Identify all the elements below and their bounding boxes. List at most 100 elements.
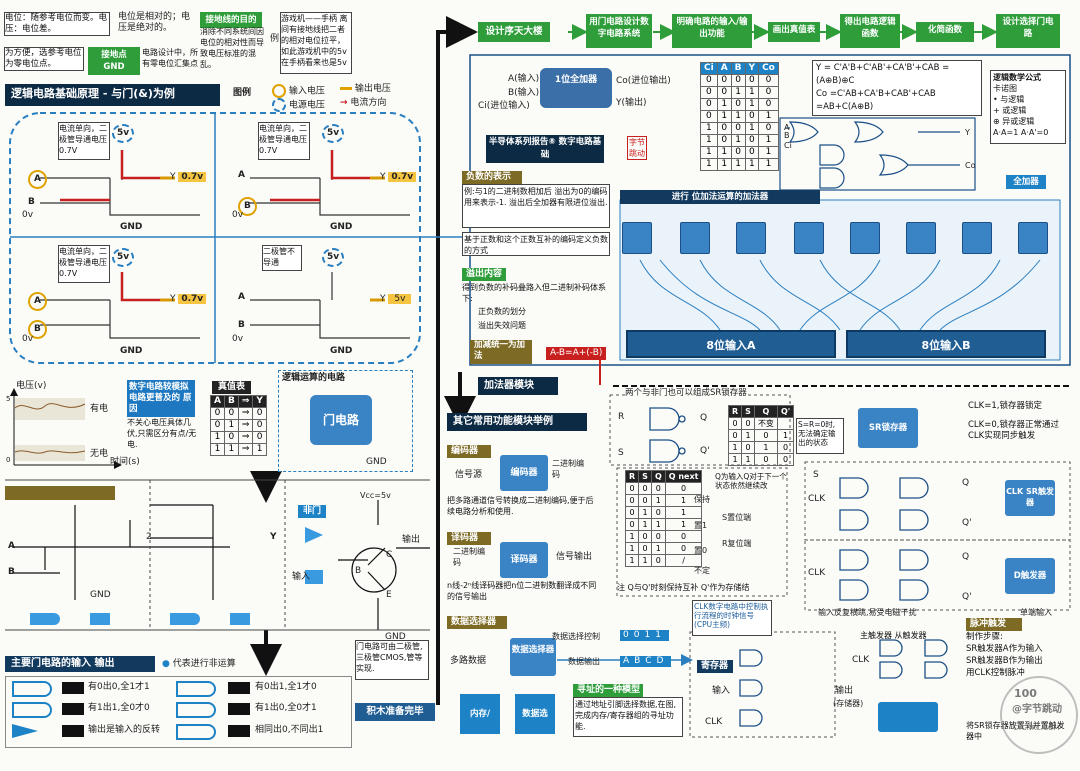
panel2-in-a: A bbox=[238, 170, 245, 180]
panel2-zero: 0v bbox=[232, 210, 244, 220]
chart-xlabel: 时间(s) bbox=[110, 457, 140, 467]
legend-output: 输出电压 bbox=[340, 84, 391, 95]
legend-power: 电源电压 bbox=[272, 98, 325, 112]
not-gate-symbol-icon bbox=[12, 724, 38, 738]
encoder-out: 二进制编码 bbox=[552, 459, 584, 479]
nor-gate-symbol-icon bbox=[176, 702, 216, 718]
clk-note-3: CLK数字电路中控制执行流程的时钟信号(CPU主频) bbox=[692, 600, 772, 636]
state-hold: 保持 bbox=[694, 495, 710, 504]
not-vcc: Vcc=5v bbox=[360, 491, 391, 500]
decoder-desc: n线-2ⁿ线译码器把n位二进制数翻译成不同的信号输出 bbox=[447, 581, 597, 601]
full-adder-block: 1位全加器 bbox=[540, 68, 612, 108]
panel3-in-b: B bbox=[28, 320, 47, 339]
clk-note-2: CLK=0,锁存器正常通过CLK实现同步触发 bbox=[968, 420, 1059, 441]
nor-rule: 有1出0,全0才1 bbox=[255, 703, 317, 713]
adder-chip-1 bbox=[622, 222, 652, 254]
fa-out-y: Y(输出) bbox=[616, 98, 647, 108]
state-undef: 不定 bbox=[694, 566, 710, 575]
watermark-text: @字节跳动 bbox=[1012, 704, 1062, 715]
ground-purpose-label: 接地线的目的 bbox=[200, 12, 262, 28]
adder-chip-4 bbox=[794, 222, 824, 254]
chart-ylabel: 电压(v) bbox=[16, 381, 47, 391]
or-std-icon bbox=[62, 703, 84, 715]
panel2-out-y: Y 0.7v bbox=[380, 172, 417, 183]
mux-title: 数据选择器 bbox=[447, 616, 507, 629]
flow-step-6: 设计选择门电路 bbox=[996, 14, 1060, 48]
ff-s: S bbox=[813, 470, 819, 480]
flow-step-3: 画出真值表 bbox=[768, 22, 820, 42]
panel3-out-y: Y 0.7v bbox=[170, 294, 207, 305]
diode-in-b: B bbox=[8, 567, 15, 577]
main-io-box bbox=[5, 676, 352, 748]
relative-note: 电位是相对的；电压是绝对的。 bbox=[118, 12, 191, 33]
report-title: 半导体系列报告⑧ 数字电路基础 bbox=[486, 135, 604, 163]
latch-qn: Q' bbox=[700, 446, 710, 456]
xor-rule: 相同出0,不同出1 bbox=[255, 725, 324, 735]
complement-item-2: 溢出失效问题 bbox=[478, 321, 526, 330]
gnd-label: 接地点GND bbox=[88, 47, 140, 75]
gate-label-b: B bbox=[784, 131, 790, 140]
panel2-in-b: B bbox=[238, 197, 257, 216]
panel1-zero: 0v bbox=[22, 210, 34, 220]
or-rule: 有1出1,全0才0 bbox=[88, 703, 150, 713]
diode-gnd: GND bbox=[90, 590, 111, 600]
chart-tick-5: 5 bbox=[6, 395, 11, 403]
ms-item-2: SR触发器B作为输出 bbox=[966, 656, 1043, 666]
main-io-legend: ● 代表进行非运算 bbox=[162, 659, 236, 669]
flow-step-2: 明确电路的输入/输出功能 bbox=[672, 14, 752, 48]
why-digital-title: 数字电路较模拟电路更普及的 原因 bbox=[127, 380, 195, 417]
ff-q: Q bbox=[962, 478, 970, 488]
sr-latch-chip: SR锁存器 bbox=[858, 408, 918, 448]
mux-in: 多路数据 bbox=[450, 656, 487, 666]
d-q: Q bbox=[962, 552, 970, 562]
gate-abstraction-gnd: GND bbox=[366, 457, 387, 467]
diode-section-header bbox=[5, 486, 115, 500]
d-flipflop-chip: D触发器 bbox=[1005, 558, 1055, 594]
sr-note: S=R=0时,无法确定输出的状态 bbox=[796, 418, 844, 454]
flow-step-5: 化简函数 bbox=[916, 22, 974, 42]
chart-low: 无电 bbox=[90, 449, 109, 459]
input-b-bus: 8位输入B bbox=[846, 330, 1046, 358]
gate-impl-note: 门电路可由二极管,三极管CMOS,管等实现. bbox=[355, 640, 429, 680]
negative-desc2: 基于正数和这个正数互补的编码定义负数的方式 bbox=[462, 232, 610, 256]
register-title: 寄存器 bbox=[697, 660, 733, 673]
input-a-bus: 8位输入A bbox=[626, 330, 836, 358]
not-gnd: GND bbox=[385, 632, 406, 642]
master-slave-label: 主触发器 从触发器 bbox=[860, 631, 927, 640]
clk-note-1: CLK=1,锁存器锁定 bbox=[968, 401, 1042, 411]
ms-item-1: SR触发器A作为输入 bbox=[966, 644, 1043, 654]
panel4-in-b: B bbox=[238, 320, 245, 330]
or-gate-symbol-icon bbox=[12, 702, 52, 718]
not-std-icon bbox=[62, 725, 84, 737]
signal-chart bbox=[10, 388, 122, 469]
flow-step-4: 得出电路逻辑函数 bbox=[840, 14, 900, 48]
panel3-in-a: A bbox=[28, 292, 47, 311]
unify-formula: A-B=A+(-B) bbox=[546, 347, 607, 360]
gate-label-a: A bbox=[784, 123, 790, 132]
encoder-chip: 编码器 bbox=[500, 455, 548, 491]
adder-chip-5 bbox=[850, 222, 880, 254]
diode-in-a: A bbox=[8, 541, 15, 551]
panel1-in-b: B bbox=[28, 197, 35, 207]
mux-sel-block: 数据选 bbox=[515, 694, 555, 734]
register-in: 输入 bbox=[712, 686, 731, 696]
adder-chip-2 bbox=[680, 222, 710, 254]
panel4-zero: 0v bbox=[232, 334, 244, 344]
stamp: 字节跳动 bbox=[627, 136, 647, 160]
prep-complete: 积木准备完毕 bbox=[355, 703, 435, 721]
legend-title: 图例 bbox=[233, 88, 252, 98]
or-block-icon bbox=[230, 613, 250, 625]
and-rule: 有0出0,全1才1 bbox=[88, 682, 150, 692]
panel1-note: 电流单向，二极管导通电压0.7V bbox=[58, 122, 110, 160]
mux-ctrl: 数据选择控制 bbox=[552, 632, 600, 641]
adder-chip-7 bbox=[962, 222, 992, 254]
mux-out: 数据输出 bbox=[568, 657, 600, 666]
gate-abstraction-box bbox=[278, 370, 413, 472]
chart-high: 有电 bbox=[90, 404, 109, 414]
voltage-note: 电位：随参考电位而变。电压：电位差。 bbox=[4, 12, 110, 36]
